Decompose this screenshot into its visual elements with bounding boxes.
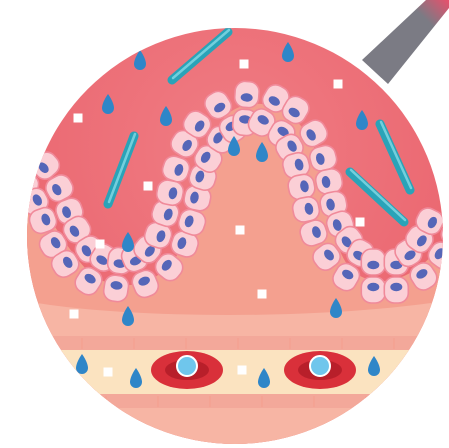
magnified-circle: [0, 20, 449, 448]
nutrient-particle-icon: [70, 310, 79, 319]
epithelial-cell: [102, 274, 129, 303]
nutrient-particle-icon: [74, 114, 83, 123]
red-blood-cell-icon: [284, 351, 356, 389]
epithelial-cell: [361, 249, 385, 275]
epithelial-cell: [361, 277, 385, 303]
red-blood-cell-icon: [151, 351, 223, 389]
nutrient-particle-icon: [258, 290, 267, 299]
nutrient-particle-icon: [356, 218, 365, 227]
vessel-wall-top: [20, 336, 449, 350]
blood-cell-nucleus: [310, 356, 330, 376]
cell-nucleus: [20, 175, 34, 190]
epithelial-cell: [234, 81, 260, 109]
cell-nucleus: [390, 283, 402, 291]
nutrient-particle-icon: [240, 60, 249, 69]
nutrient-particle-icon: [96, 240, 105, 249]
cell-nucleus: [21, 143, 35, 158]
cell-nucleus: [5, 158, 19, 173]
callout-pointer: [362, 0, 449, 84]
blood-cell-nucleus: [177, 356, 197, 376]
cell-nucleus: [367, 261, 379, 269]
nutrient-particle-icon: [334, 80, 343, 89]
cell-body: [0, 150, 27, 185]
nutrient-particle-icon: [144, 182, 153, 191]
vessel-wall-bottom: [20, 394, 449, 408]
epithelial-cell: [384, 277, 408, 303]
nutrient-particle-icon: [236, 226, 245, 235]
nutrient-particle-icon: [104, 368, 113, 377]
nutrient-particle-icon: [238, 366, 247, 375]
cell-nucleus: [367, 283, 379, 291]
epithelial-cell: [0, 150, 27, 185]
